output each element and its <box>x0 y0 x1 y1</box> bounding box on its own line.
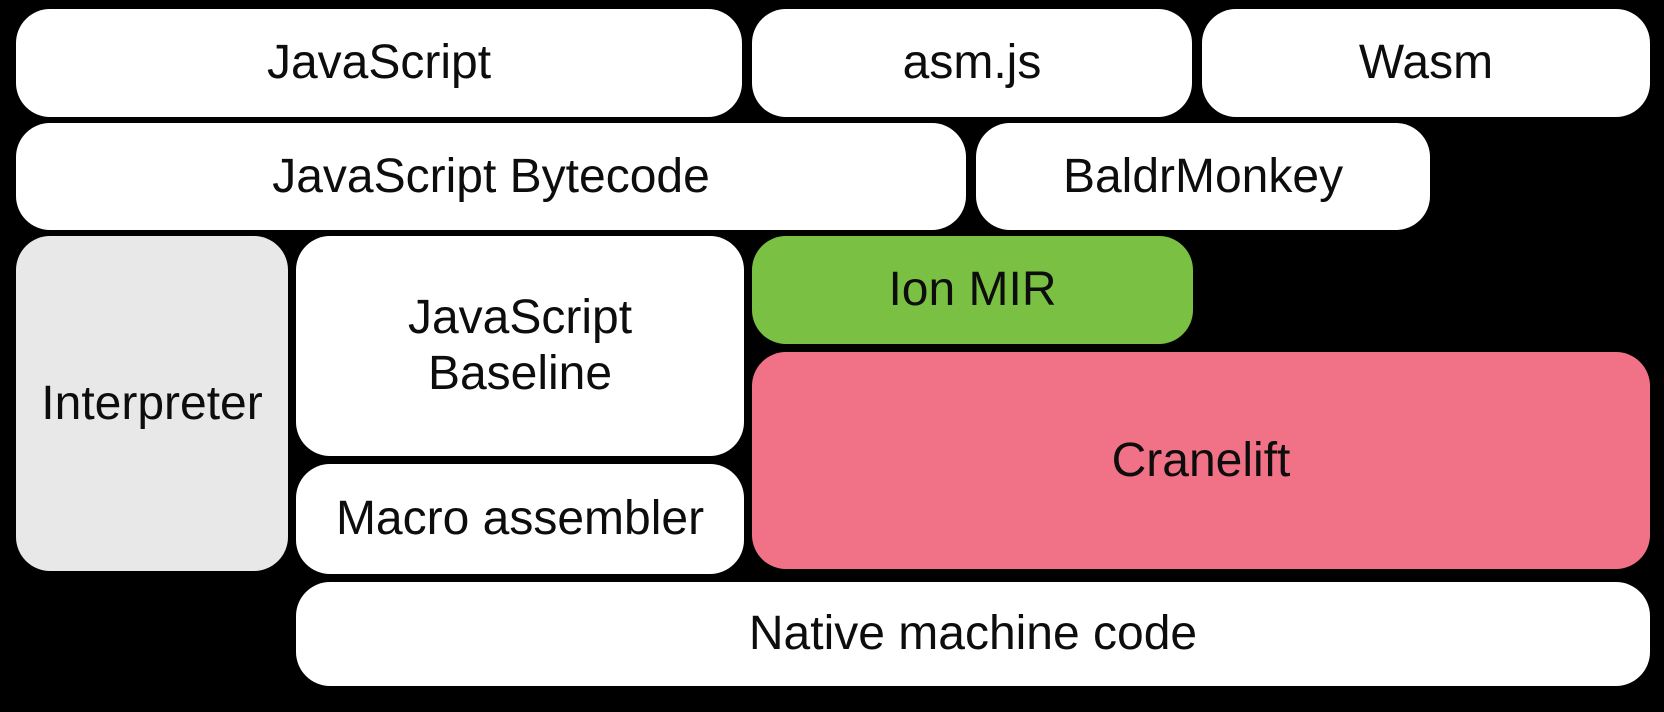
node-javascript-baseline: JavaScript Baseline <box>296 236 744 456</box>
node-ion-mir-label: Ion MIR <box>888 263 1057 316</box>
node-macro-assembler: Macro assembler <box>296 464 744 574</box>
node-cranelift: Cranelift <box>752 352 1650 569</box>
node-javascript-bytecode-label: JavaScript Bytecode <box>272 149 710 203</box>
node-asmjs-label: asm.js <box>902 36 1042 89</box>
node-native-machine-code-label: Native machine code <box>748 607 1198 660</box>
node-baldrmonkey: BaldrMonkey <box>976 123 1430 230</box>
node-asmjs: asm.js <box>752 9 1192 117</box>
node-javascript-baseline-label-line2: Baseline <box>427 347 613 400</box>
node-javascript-baseline-label-line1: JavaScript <box>407 291 633 344</box>
node-ion-mir: Ion MIR <box>752 236 1193 344</box>
node-interpreter: Interpreter <box>16 236 288 571</box>
node-javascript-label: JavaScript <box>266 36 492 89</box>
node-baldrmonkey-label: BaldrMonkey <box>1062 149 1344 203</box>
node-javascript-bytecode: JavaScript Bytecode <box>16 123 966 230</box>
node-wasm-label: Wasm <box>1358 36 1494 89</box>
node-javascript: JavaScript <box>16 9 742 117</box>
node-interpreter-label: Interpreter <box>41 376 263 430</box>
node-wasm: Wasm <box>1202 9 1650 117</box>
node-macro-assembler-label: Macro assembler <box>335 492 705 545</box>
node-native-machine-code: Native machine code <box>296 582 1650 686</box>
node-cranelift-label: Cranelift <box>1111 433 1291 487</box>
